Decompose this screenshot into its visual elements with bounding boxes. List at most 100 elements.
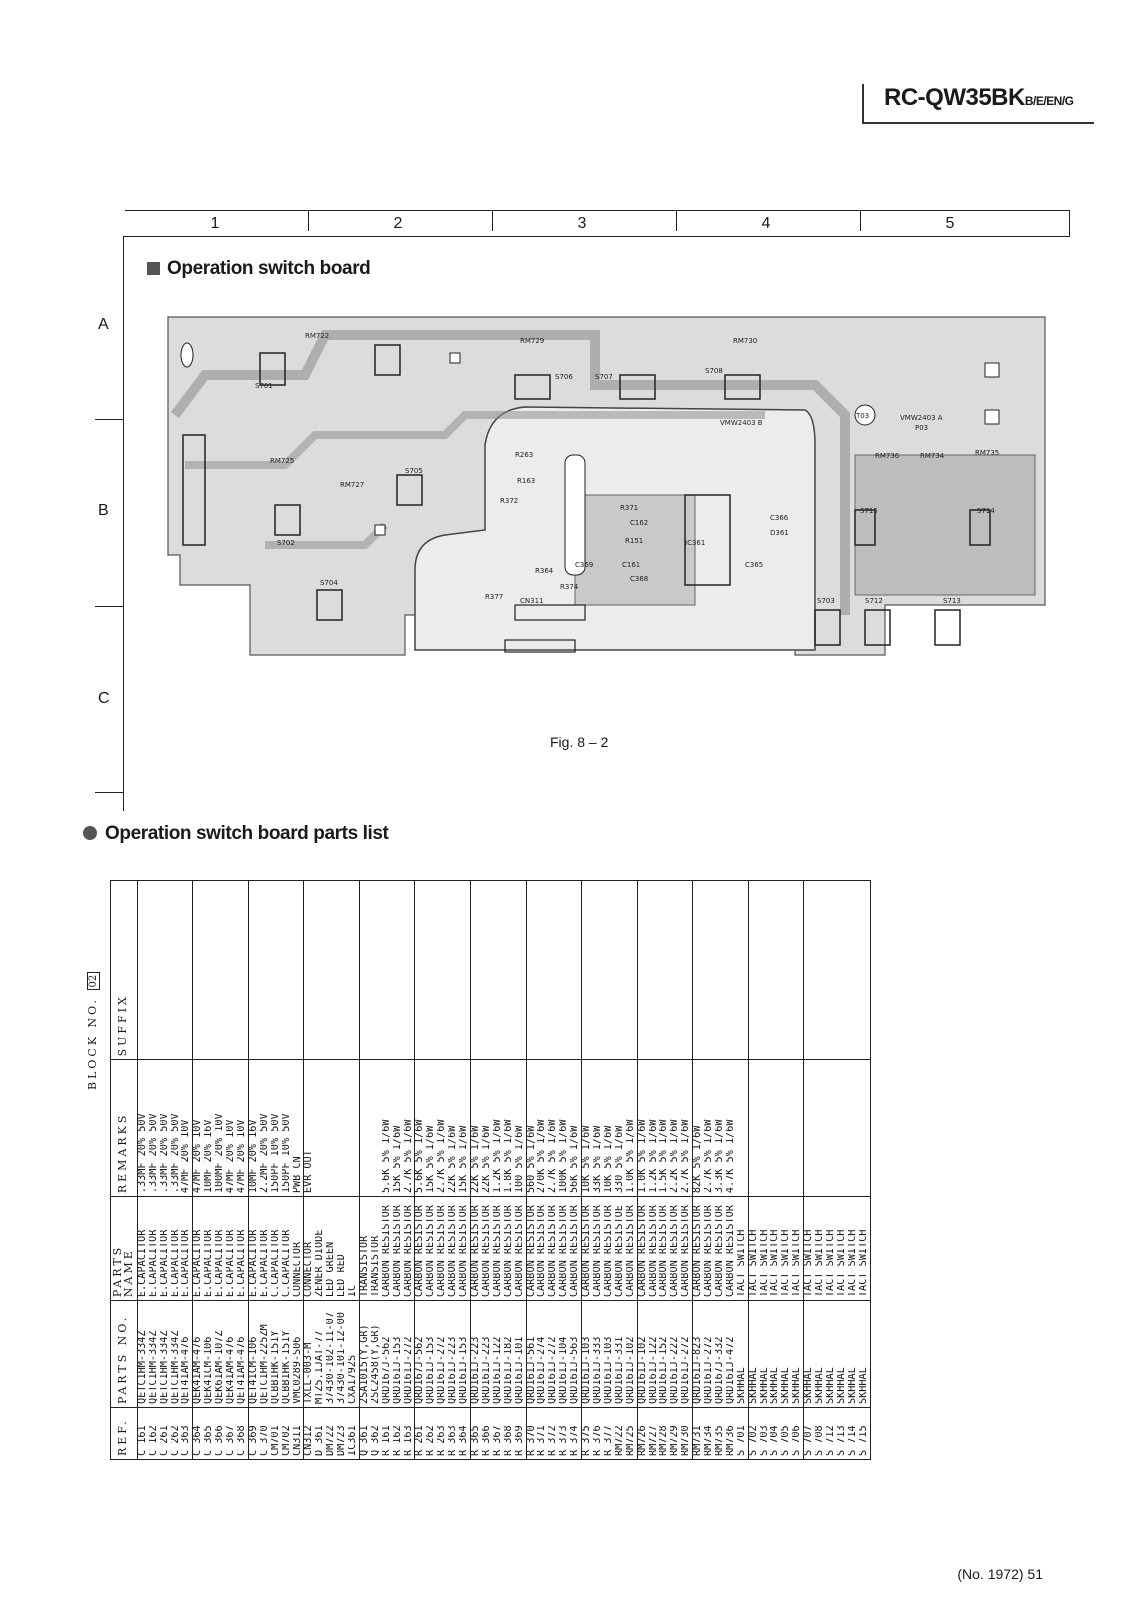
svg-text:S707: S707: [595, 373, 613, 381]
remarks-cell: .33MF 20% 50V: [137, 1059, 149, 1197]
svg-text:S715: S715: [860, 507, 878, 515]
remarks-cell: 100K 5% 1/6W: [559, 1059, 571, 1197]
suffix-cell: [858, 880, 871, 1060]
parts-no-cell: SKHHAL: [826, 1300, 837, 1408]
parts-name-cell: CARBON RESISTOR: [403, 1196, 415, 1301]
parts-name-cell: E.CAPACITOR: [248, 1196, 260, 1301]
parts-name-cell: E.CAPACITOR: [215, 1196, 227, 1301]
parts-no-cell: QRD161J-102: [637, 1300, 649, 1408]
remarks-cell: 2.2K 5% 1/6W: [670, 1059, 682, 1197]
pcb-layout-diagram: RM722 S701 RM729 S706 S707 S708 RM730 VM…: [167, 316, 1046, 656]
parts-name-cell: E.CAPACITOR: [159, 1196, 171, 1301]
svg-text:RM734: RM734: [920, 452, 945, 460]
grid-row-c: C: [98, 690, 110, 707]
svg-text:S708: S708: [705, 367, 723, 375]
grid-divider: [95, 419, 123, 420]
ref-cell: C 364: [192, 1407, 205, 1460]
grid-divider: [492, 211, 493, 231]
header-remarks: REMARKS: [110, 1059, 138, 1197]
parts-name-cell: CARBON RESISTOR: [648, 1196, 660, 1301]
ref-cell: R 365: [470, 1407, 482, 1460]
ref-cell: R 261: [414, 1407, 427, 1460]
suffix-cell: [503, 880, 515, 1060]
parts-name-cell: CONNECTOR: [292, 1196, 304, 1301]
svg-text:S701: S701: [255, 382, 273, 390]
header-parts-name: PARTS NAME: [110, 1196, 138, 1301]
grid-row-b: B: [98, 502, 109, 519]
suffix-cell: [403, 880, 415, 1060]
svg-text:S703: S703: [817, 597, 835, 605]
parts-no-cell: VMC0289-S06: [292, 1300, 304, 1408]
ref-cell: R 371: [537, 1407, 549, 1460]
remarks-cell: 10K 5% 1/6W: [603, 1059, 615, 1197]
svg-text:RM727: RM727: [340, 481, 364, 489]
parts-no-cell: QETC1HM-225ZM: [259, 1300, 271, 1408]
ref-cell: S 715: [858, 1407, 871, 1460]
suffix-cell: [792, 880, 804, 1060]
suffix-cell: [181, 880, 193, 1060]
suffix-cell: [826, 880, 837, 1060]
parts-no-cell: QRD161J-103: [581, 1300, 593, 1408]
svg-text:S702: S702: [277, 539, 295, 547]
parts-no-cell: QET41CM-106: [248, 1300, 260, 1408]
svg-text:P03: P03: [915, 424, 928, 432]
parts-no-cell: QRD167J-562: [414, 1300, 427, 1408]
ref-cell: R 375: [581, 1407, 593, 1460]
remarks-cell: 5.6K 5% 1/6W: [414, 1059, 427, 1197]
grid-col-3: 3: [577, 215, 587, 232]
suffix-cell: [614, 880, 626, 1060]
end-cell: [870, 1300, 871, 1408]
ref-cell: S 701: [736, 1407, 749, 1460]
parts-name-cell: LED RED: [337, 1196, 349, 1301]
parts-name-cell: CARBON RESISTOR: [659, 1196, 671, 1301]
parts-no-cell: SKHHAL: [770, 1300, 782, 1408]
remarks-cell: 1.0K 5% 1/6W: [637, 1059, 649, 1197]
suffix-cell: [470, 880, 482, 1060]
svg-text:RM730: RM730: [733, 337, 757, 345]
suffix-cell: [803, 880, 816, 1060]
suffix-cell: [248, 880, 260, 1060]
parts-name-cell: CARBON RESISTOR: [426, 1196, 438, 1301]
suffix-cell: [270, 880, 282, 1060]
ref-cell: IC361: [348, 1407, 360, 1460]
parts-name-cell: CARBON RESISTOR: [670, 1196, 682, 1301]
svg-text:C369: C369: [575, 561, 593, 569]
grid-divider: [676, 211, 677, 231]
ref-cell: S 702: [748, 1407, 760, 1460]
parts-name-cell: C.CAPACITOR: [281, 1196, 293, 1301]
remarks-cell: 2.7K 5% 1/6W: [704, 1059, 715, 1197]
suffix-cell: [459, 880, 471, 1060]
remarks-cell: 150PF 10% 50V: [270, 1059, 282, 1197]
remarks-cell: 15K 5% 1/6W: [392, 1059, 404, 1197]
parts-no-cell: 2SA1015(Y,GR): [359, 1300, 371, 1408]
suffix-cell: [625, 880, 638, 1060]
parts-no-cell: QRD161J-331: [614, 1300, 626, 1408]
end-cell: [870, 1407, 871, 1460]
parts-list-table-container: REF. PARTS NO. PARTS NAME REMARKS SUFFIX…: [110, 880, 1070, 1460]
parts-name-cell: E.CAPACITOR: [170, 1196, 182, 1301]
suffix-cell: [815, 880, 826, 1060]
ref-cell: CM702: [281, 1407, 293, 1460]
parts-name-cell: TACT SWITCH: [836, 1196, 848, 1301]
parts-name-cell: CARBON RESISTOR: [559, 1196, 571, 1301]
grid-divider: [95, 606, 123, 607]
parts-name-cell: CARBON RESISTOR: [492, 1196, 504, 1301]
svg-text:C162: C162: [630, 519, 648, 527]
remarks-cell: [736, 1059, 749, 1197]
ref-cell: RM722: [614, 1407, 626, 1460]
suffix-cell: [236, 880, 249, 1060]
remarks-cell: 22K 5% 1/6W: [470, 1059, 482, 1197]
